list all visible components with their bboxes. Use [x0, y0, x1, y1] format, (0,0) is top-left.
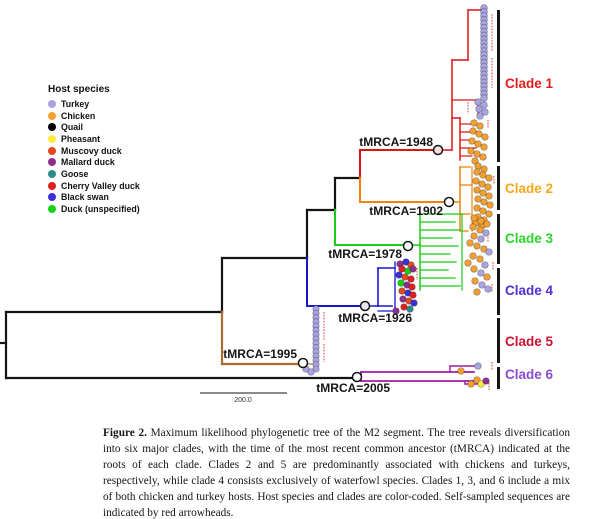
svg-text:tMRCA=1978: tMRCA=1978 [328, 247, 402, 261]
svg-text:200.0: 200.0 [234, 397, 252, 404]
legend-item-label: Mallard duck [61, 157, 115, 168]
tip-dots [302, 4, 494, 388]
svg-text:Clade 1: Clade 1 [505, 76, 554, 91]
legend-item-label: Quail [61, 122, 83, 133]
svg-text:tMRCA=1926: tMRCA=1926 [338, 311, 412, 325]
legend-item-label: Turkey [61, 98, 90, 109]
legend-item-label: Chicken [61, 110, 96, 121]
legend-item: Turkey [48, 98, 140, 110]
legend-swatch [48, 146, 56, 155]
self-sampled-marks [323, 14, 495, 390]
svg-text:Clade 5: Clade 5 [505, 334, 554, 349]
clade-labels: Clade 1 Clade 2 Clade 3 Clade 4 Clade 5 Clade… [505, 76, 554, 382]
legend-item: Chicken [48, 110, 140, 122]
legend-swatch [48, 193, 56, 202]
legend-swatch [48, 123, 56, 132]
legend-item: Black swan [48, 192, 140, 204]
svg-text:Clade 3: Clade 3 [505, 231, 554, 246]
phylogenetic-tree: tMRCA=1948 tMRCA=1902 tMRCA=1978 tMRCA=1926… [0, 4, 554, 404]
legend-item-label: Cherry Valley duck [61, 180, 140, 191]
svg-text:tMRCA=1995: tMRCA=1995 [223, 347, 297, 361]
legend-item: Pheasant [48, 133, 140, 145]
branches [0, 7, 485, 385]
legend-item: Mallard duck [48, 156, 140, 168]
legend-item: Duck (unspecified) [48, 203, 140, 215]
legend-item: Muscovy duck [48, 145, 140, 157]
legend-item: Cherry Valley duck [48, 180, 140, 192]
legend-title: Host species [48, 84, 110, 95]
scale-bar: 200.0 [200, 392, 287, 404]
legend-swatch [48, 169, 56, 178]
legend-item-label: Pheasant [61, 133, 101, 144]
legend-swatch [48, 134, 56, 143]
legend-swatch [48, 158, 56, 167]
svg-text:tMRCA=1902: tMRCA=1902 [369, 204, 443, 218]
figure-caption-label: Figure 2. [103, 427, 147, 440]
legend-item-label: Muscovy duck [61, 145, 122, 156]
clade-bars [497, 10, 500, 389]
legend-swatch [48, 181, 56, 190]
figure-caption-text: Maximum likelihood phylogenetic tree of … [103, 427, 570, 519]
svg-text:Clade 6: Clade 6 [505, 367, 554, 382]
svg-text:tMRCA=1948: tMRCA=1948 [359, 135, 433, 149]
legend-swatch [48, 99, 56, 108]
legend-item-label: Black swan [61, 192, 109, 203]
legend-swatch [48, 205, 56, 214]
tmrca-nodes [297, 144, 455, 383]
tree-area: tMRCA=1948 tMRCA=1902 tMRCA=1978 tMRCA=1926… [0, 4, 554, 404]
figure-caption: Figure 2. Maximum likelihood phylogeneti… [103, 425, 570, 519]
svg-text:tMRCA=2005: tMRCA=2005 [316, 381, 390, 395]
legend-item-label: Goose [61, 168, 89, 179]
legend-item-label: Duck (unspecified) [61, 204, 140, 215]
legend-item: Goose [48, 168, 140, 180]
svg-text:Clade 4: Clade 4 [505, 283, 554, 298]
tmrca-labels: tMRCA=1948 tMRCA=1902 tMRCA=1978 tMRCA=1926… [223, 135, 443, 395]
legend-swatch [48, 111, 56, 120]
legend-item: Quail [48, 121, 140, 133]
svg-text:Clade 2: Clade 2 [505, 181, 553, 196]
